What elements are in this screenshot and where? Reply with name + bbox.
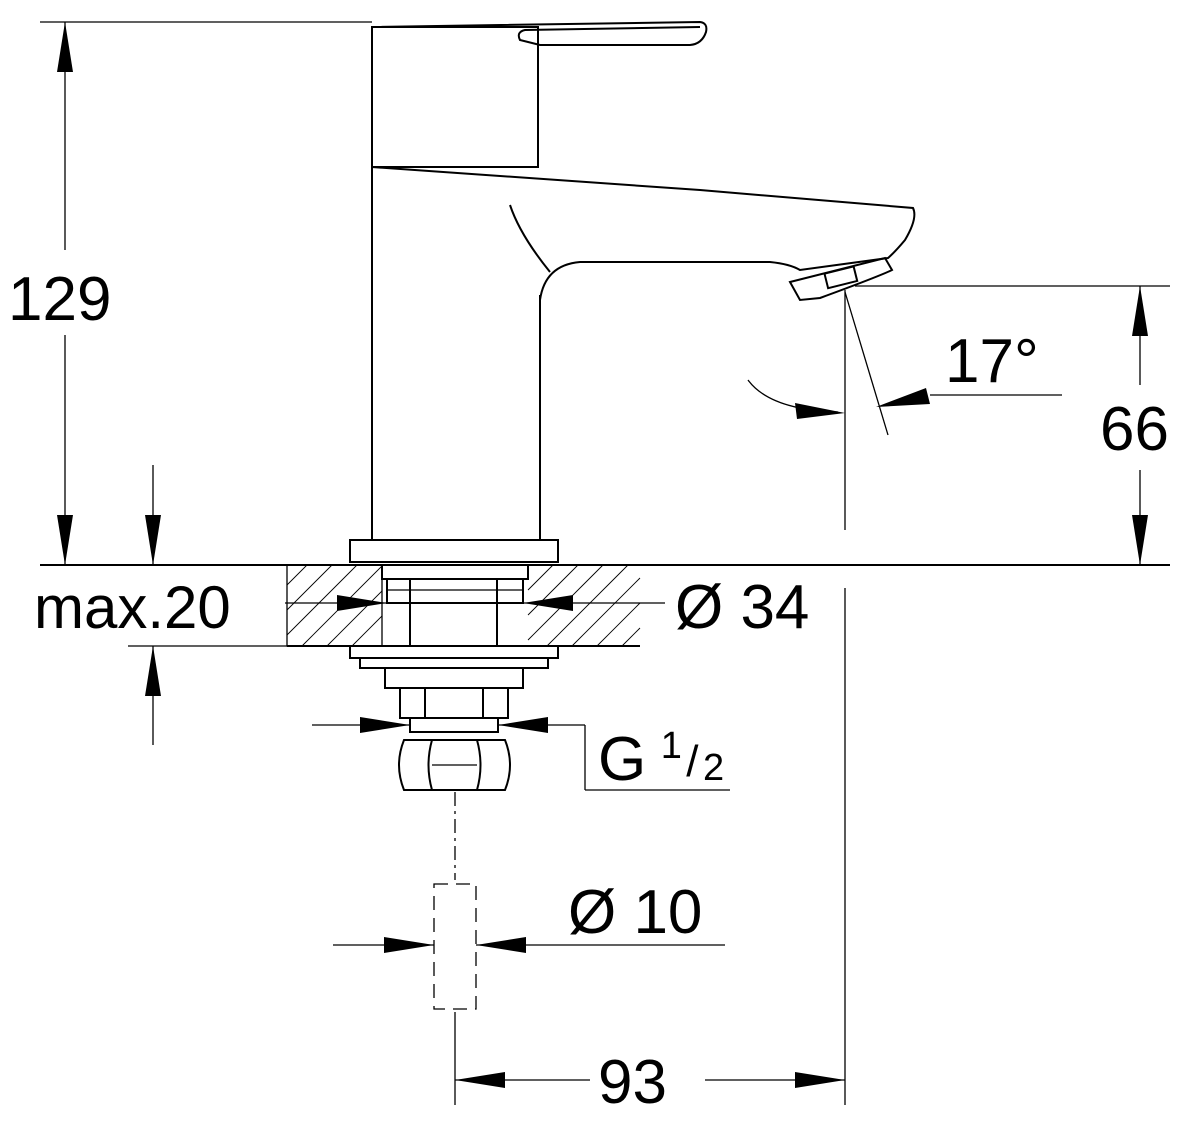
supply-pipe (433, 792, 477, 1105)
dim-total-height (40, 21, 372, 565)
label-total-height: 129 (8, 265, 111, 334)
dim-spout-angle (747, 290, 1062, 530)
label-thread-slash: / (686, 737, 699, 786)
fixing-assembly (349, 564, 559, 791)
label-thread-numerator: 1 (661, 725, 682, 767)
label-thread-prefix: G (598, 725, 646, 794)
counter-surface (40, 564, 1170, 647)
dim-deck-thickness (128, 465, 287, 745)
dim-thread (312, 717, 730, 791)
dim-spout-height (855, 285, 1170, 565)
label-thread-denominator: 2 (703, 747, 724, 789)
label-hole-diameter: Ø 34 (675, 573, 809, 642)
dim-hole-diameter (285, 595, 665, 611)
dim-projection (455, 588, 846, 1105)
label-spout-height: 66 (1100, 395, 1169, 464)
label-pipe-diameter: Ø 10 (568, 878, 702, 947)
faucet-body (349, 20, 916, 563)
label-projection: 93 (598, 1048, 667, 1117)
dim-pipe-diameter (333, 937, 725, 953)
label-spout-angle: 17° (945, 327, 1039, 396)
label-deck-thickness: max.20 (34, 574, 231, 641)
label-thread: G 1 / 2 (598, 725, 724, 794)
